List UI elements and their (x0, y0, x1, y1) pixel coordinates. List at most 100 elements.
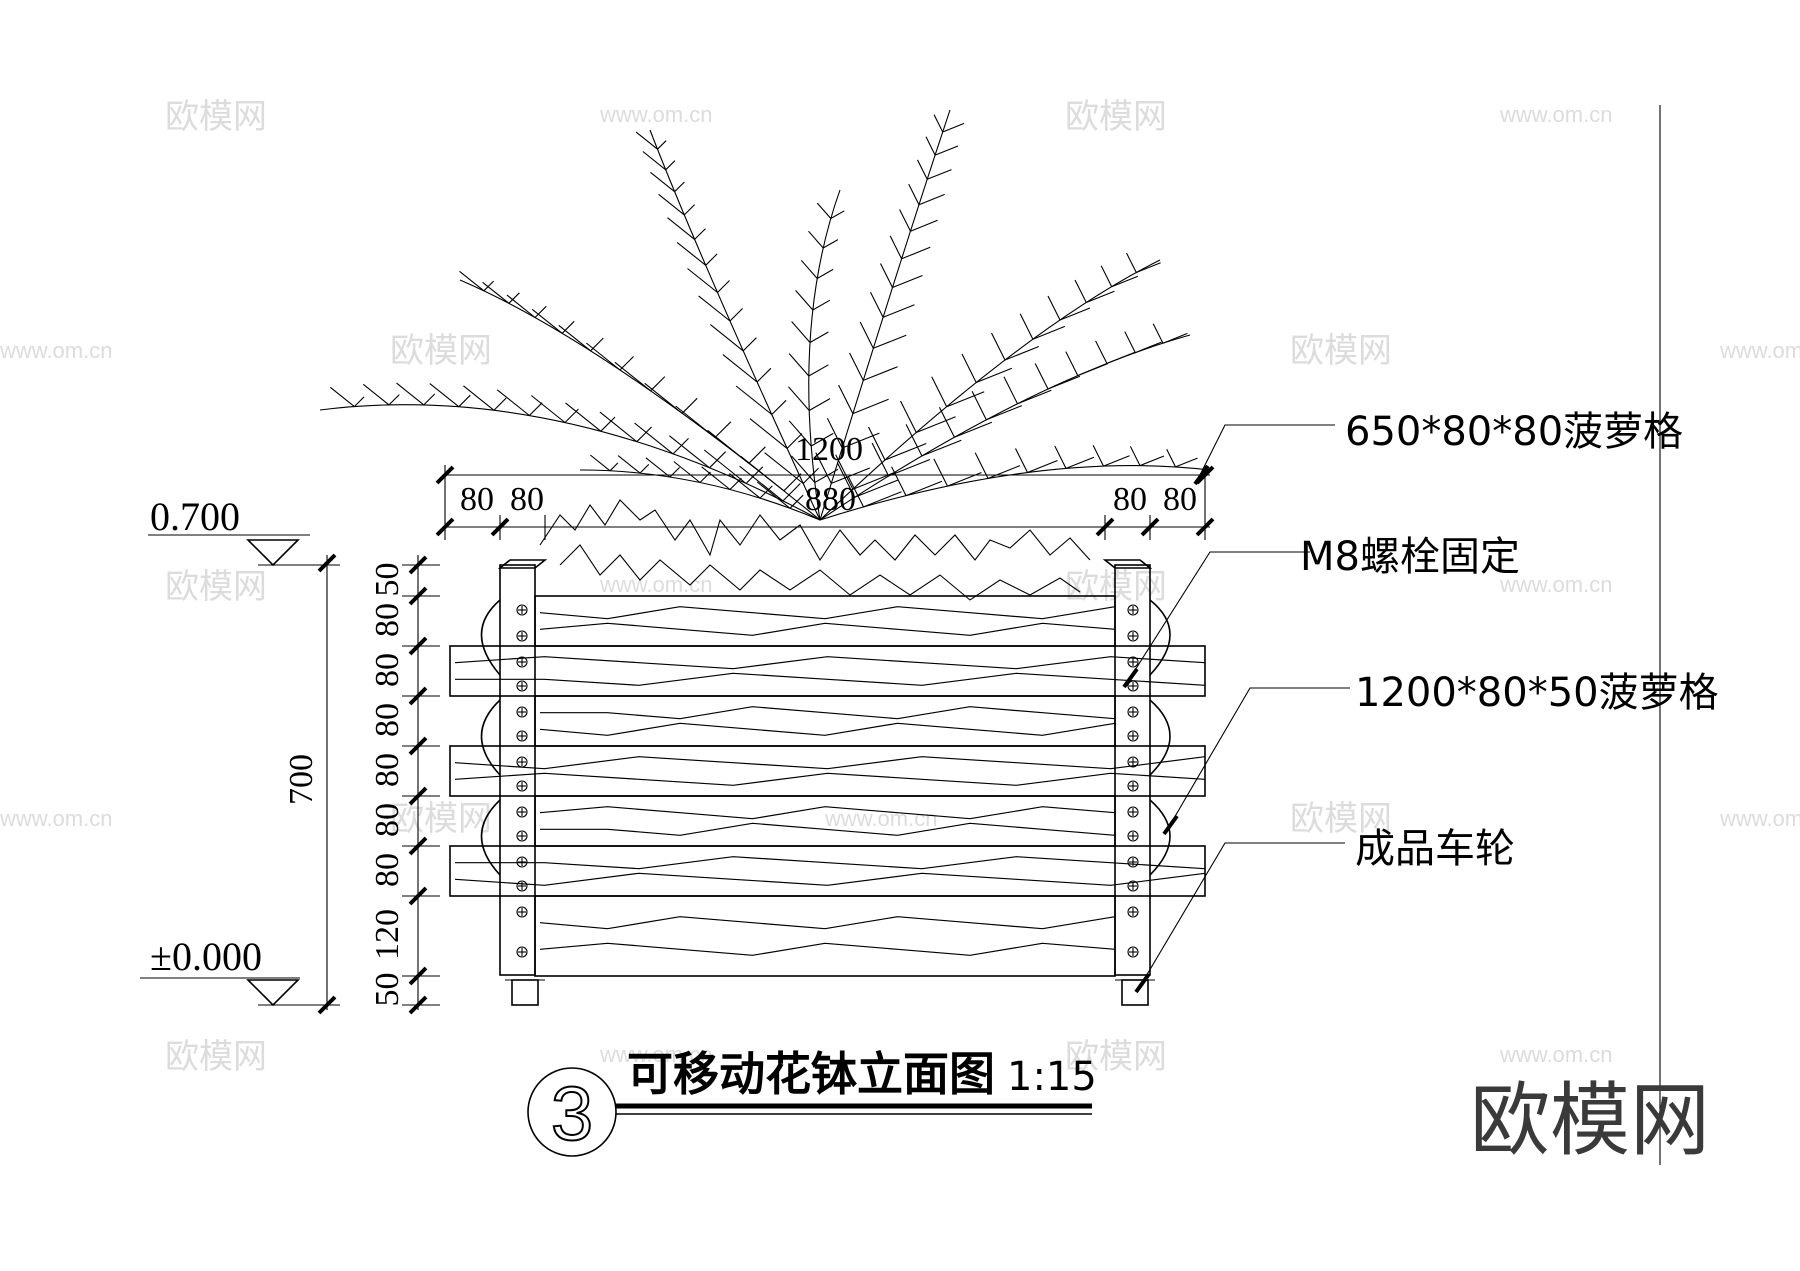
palm-leaflet (986, 405, 1023, 421)
palm-leaflet (354, 396, 365, 407)
palm-leaflet (871, 442, 890, 477)
palm-leaflet (705, 253, 718, 266)
bolt-icon (1127, 946, 1139, 958)
palm-leaflet (926, 169, 952, 180)
palm-leaflet (564, 408, 579, 423)
palm-leaflet (808, 398, 831, 411)
dim-vertical-segment: 50 (369, 563, 406, 597)
palm-leaflet (854, 479, 899, 498)
palm-leaflet (934, 145, 959, 156)
watermark-url: www.om.cn (0, 806, 112, 831)
palm-leaflet (1152, 323, 1164, 344)
palm-leaflet (676, 241, 707, 266)
palm-leaflet (1017, 389, 1052, 405)
dim-tick (1195, 517, 1215, 537)
palm-leaflet (971, 391, 987, 421)
drawing-title: 可移动花钵立面图 (627, 1047, 995, 1101)
palm-leaflet (788, 420, 812, 447)
palm-leaflet (681, 397, 698, 414)
wood-grain (454, 856, 1206, 870)
palm-leaflet (1004, 345, 1040, 361)
palm-leaflet (714, 421, 732, 438)
palm-leaflet (873, 334, 907, 349)
bolt-icon (516, 630, 528, 642)
palm-frond (579, 469, 821, 521)
palm-leaflet (493, 397, 507, 411)
palm-leaflet (808, 230, 824, 249)
palm-leaflet (636, 426, 652, 443)
right-outer-post (1114, 564, 1151, 976)
leader-top-post (1199, 424, 1335, 476)
palm-leaflet (701, 466, 731, 490)
palm-leaflet (668, 435, 710, 469)
dim-right-post-1: 80 (1113, 481, 1147, 518)
palm-leaflet (675, 405, 716, 438)
palm-leaflet (657, 140, 667, 150)
palm-leaflet (644, 382, 683, 414)
wood-grain (454, 756, 1206, 770)
palm-leaflet (645, 457, 671, 478)
bolt-icon (1127, 680, 1139, 692)
palm-leaflet (1135, 341, 1162, 354)
bolt-icon (516, 906, 528, 918)
dim-vertical-segment: 80 (369, 603, 406, 637)
palm-leaflet (1077, 363, 1109, 377)
watermark-brand: 欧模网 (1065, 97, 1167, 137)
palm-leaflet (822, 239, 839, 249)
palm-leaflet (1103, 455, 1130, 467)
palm-leaflet (619, 356, 634, 371)
plank-group (449, 595, 1206, 977)
palm-leaflet (1095, 340, 1108, 364)
palm-leaflet (791, 321, 811, 343)
watermark-url: www.om.cn (1499, 572, 1612, 597)
palm-leaflet (954, 421, 993, 438)
palm-leaflet (901, 246, 931, 260)
wood-grain (539, 706, 1116, 720)
elevation-marker-top: 0.700 (148, 494, 340, 567)
dim-tick (317, 553, 337, 573)
callout-plank: 1200*80*50菠萝格 (1355, 670, 1719, 716)
palm-leaflet (789, 494, 804, 509)
palm-leaflet (739, 465, 784, 502)
palm-leaflet (905, 424, 923, 457)
palm-leaflet (642, 151, 667, 171)
palm-leaflet (585, 342, 621, 371)
palm-leaflet (717, 280, 730, 293)
dim-left-post-1: 80 (460, 481, 494, 518)
watermark-url: www.om.cn (599, 572, 712, 597)
palm-leaflet (756, 481, 791, 509)
wood-grain (539, 606, 1116, 620)
palm-leaflet (905, 480, 943, 497)
palm-leaflet (764, 452, 804, 484)
bolt-icon (516, 604, 528, 616)
palm-leaflet (458, 394, 471, 408)
palm-leaflet (756, 367, 772, 383)
palm-leaflet (1086, 290, 1115, 304)
palm-leaflet (852, 398, 889, 415)
bolt-icon (1127, 906, 1139, 918)
palm-leaflet (889, 235, 903, 260)
leader-tick (1134, 972, 1151, 994)
palm-leaflet (1124, 331, 1136, 353)
palm-leaflet (882, 304, 915, 318)
palm-leaflet (1019, 313, 1034, 340)
top-dimension-chain: 1200 880 80 80 80 80 (435, 431, 1215, 540)
palm-leaflet (658, 193, 685, 216)
wood-grain (454, 772, 1206, 786)
palm-leaflet (423, 393, 436, 406)
callouts: 650*80*80菠萝格 M8螺栓固定 1200*80*50菠萝格 成品车轮 (1122, 409, 1719, 994)
palm-leaflet (1139, 455, 1165, 467)
watermark-brand: 欧模网 (390, 331, 492, 371)
palm-leaflet (783, 473, 802, 492)
palm-leaflet (667, 217, 695, 240)
palm-leaflet (908, 183, 920, 205)
palm-leaflet (650, 171, 675, 193)
palm-leaflet (635, 131, 658, 150)
palm-leaflet (1059, 307, 1091, 321)
palm-leaflet (683, 204, 695, 216)
elevation-marker-ground: ±0.000 (140, 934, 340, 1007)
palm-leaflet (672, 438, 689, 455)
palm-leaflet (459, 270, 485, 292)
palm-leaflet (942, 122, 965, 133)
palm-leaflet (1166, 449, 1176, 468)
